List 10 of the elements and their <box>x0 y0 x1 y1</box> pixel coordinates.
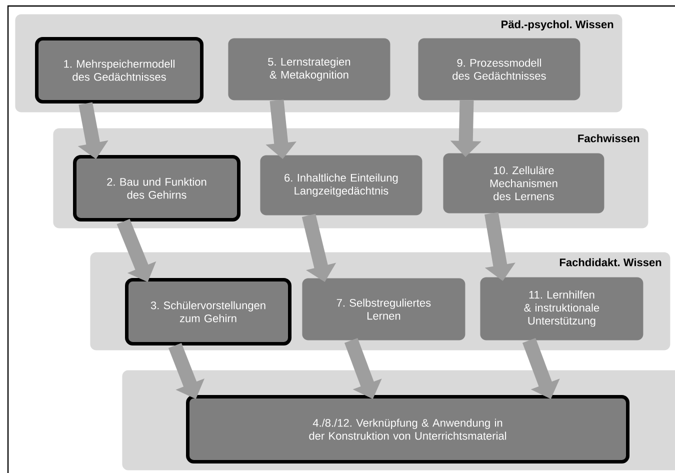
topic-box: 2. Bau und Funktion des Gehirns <box>73 155 240 222</box>
topic-box: 9. Prozessmodell des Gedächtnisses <box>418 38 580 100</box>
topic-box: 10. Zelluläre Mechanismen des Lernens <box>443 153 604 214</box>
topic-box: 1. Mehrspeichermodell des Gedächtnisses <box>35 37 204 104</box>
topic-box: 7. Selbstreguliertes Lernen <box>302 278 466 340</box>
topic-box: 6. Inhaltliche Einteilung Langzeitgedächtnis <box>260 155 422 216</box>
topic-box: 5. Lernstrategien & Metakognition <box>228 38 390 100</box>
topic-box: 11. Lernhilfen & instruktionale Unterstützung <box>480 277 644 340</box>
topic-box: 4./8./12. Verknüpfung & Anwendung in der Konstruktion von Unterrichtsmaterial <box>186 395 630 464</box>
topic-box: 3. Schülervorstellungen zum Gehirn <box>125 278 292 346</box>
